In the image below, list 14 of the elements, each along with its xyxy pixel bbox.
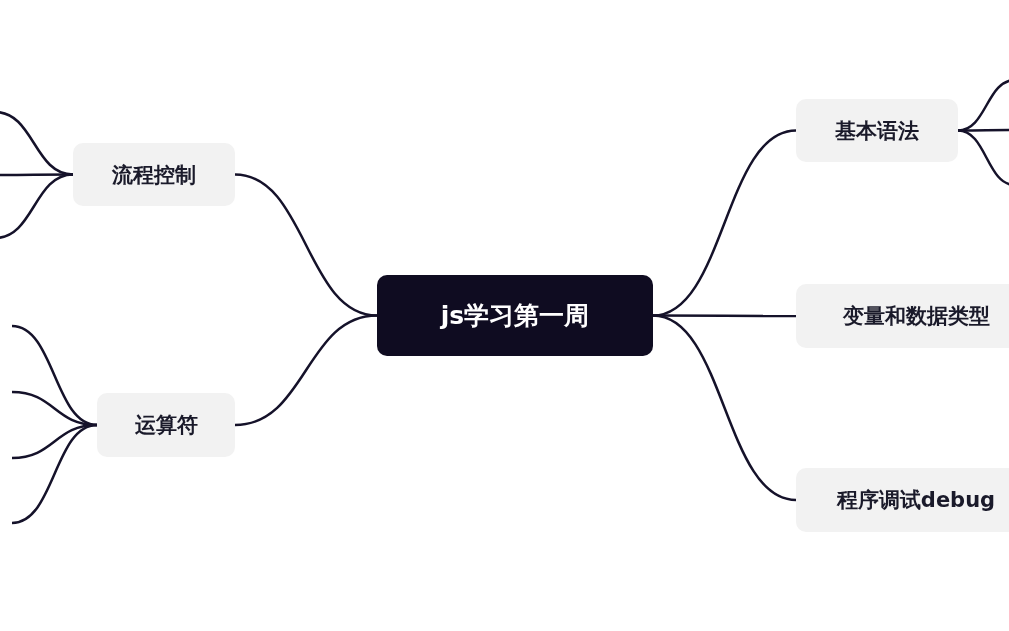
branch-line: [0, 173, 74, 240]
root-box: js学习第一周: [377, 275, 653, 356]
topic-box: 基本语法: [796, 99, 958, 162]
topic-box: 程序调试debug: [796, 468, 1009, 532]
topic-box: 变量和数据类型: [796, 284, 1009, 348]
branch-line: [652, 314, 797, 502]
branch-line: [0, 173, 73, 177]
branch-line: [958, 128, 1009, 132]
branch-line: [11, 423, 98, 525]
branch-line: [653, 314, 796, 318]
branch-line: [957, 129, 1009, 187]
branch-line: [234, 314, 378, 427]
topic-box: 流程控制: [73, 143, 235, 206]
topic-box: 运算符: [97, 393, 235, 457]
